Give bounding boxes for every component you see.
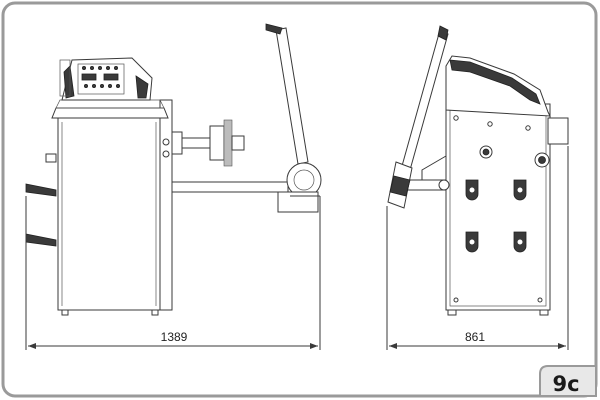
flange	[209, 125, 225, 161]
dimension-front: 1389	[25, 196, 321, 350]
guard-arm	[275, 27, 309, 165]
side-depth-label: 861	[465, 330, 485, 344]
horizontal-arm	[171, 181, 289, 193]
front-width-label: 1389	[161, 330, 188, 344]
pedal-upper	[25, 183, 57, 197]
shaft-housing	[171, 131, 183, 155]
dimension-side: 861	[386, 146, 569, 350]
front-cabinet	[57, 117, 161, 311]
side-top-tray	[547, 117, 569, 145]
front-top-tray	[51, 107, 169, 119]
side-view-machine	[387, 25, 569, 316]
figure-badge: 9c	[539, 365, 597, 397]
side-cabinet	[445, 103, 551, 311]
front-side-panel	[159, 99, 173, 311]
weight-hooks	[465, 179, 527, 253]
front-view-machine	[25, 23, 322, 316]
figure-label: 9c	[552, 372, 579, 396]
